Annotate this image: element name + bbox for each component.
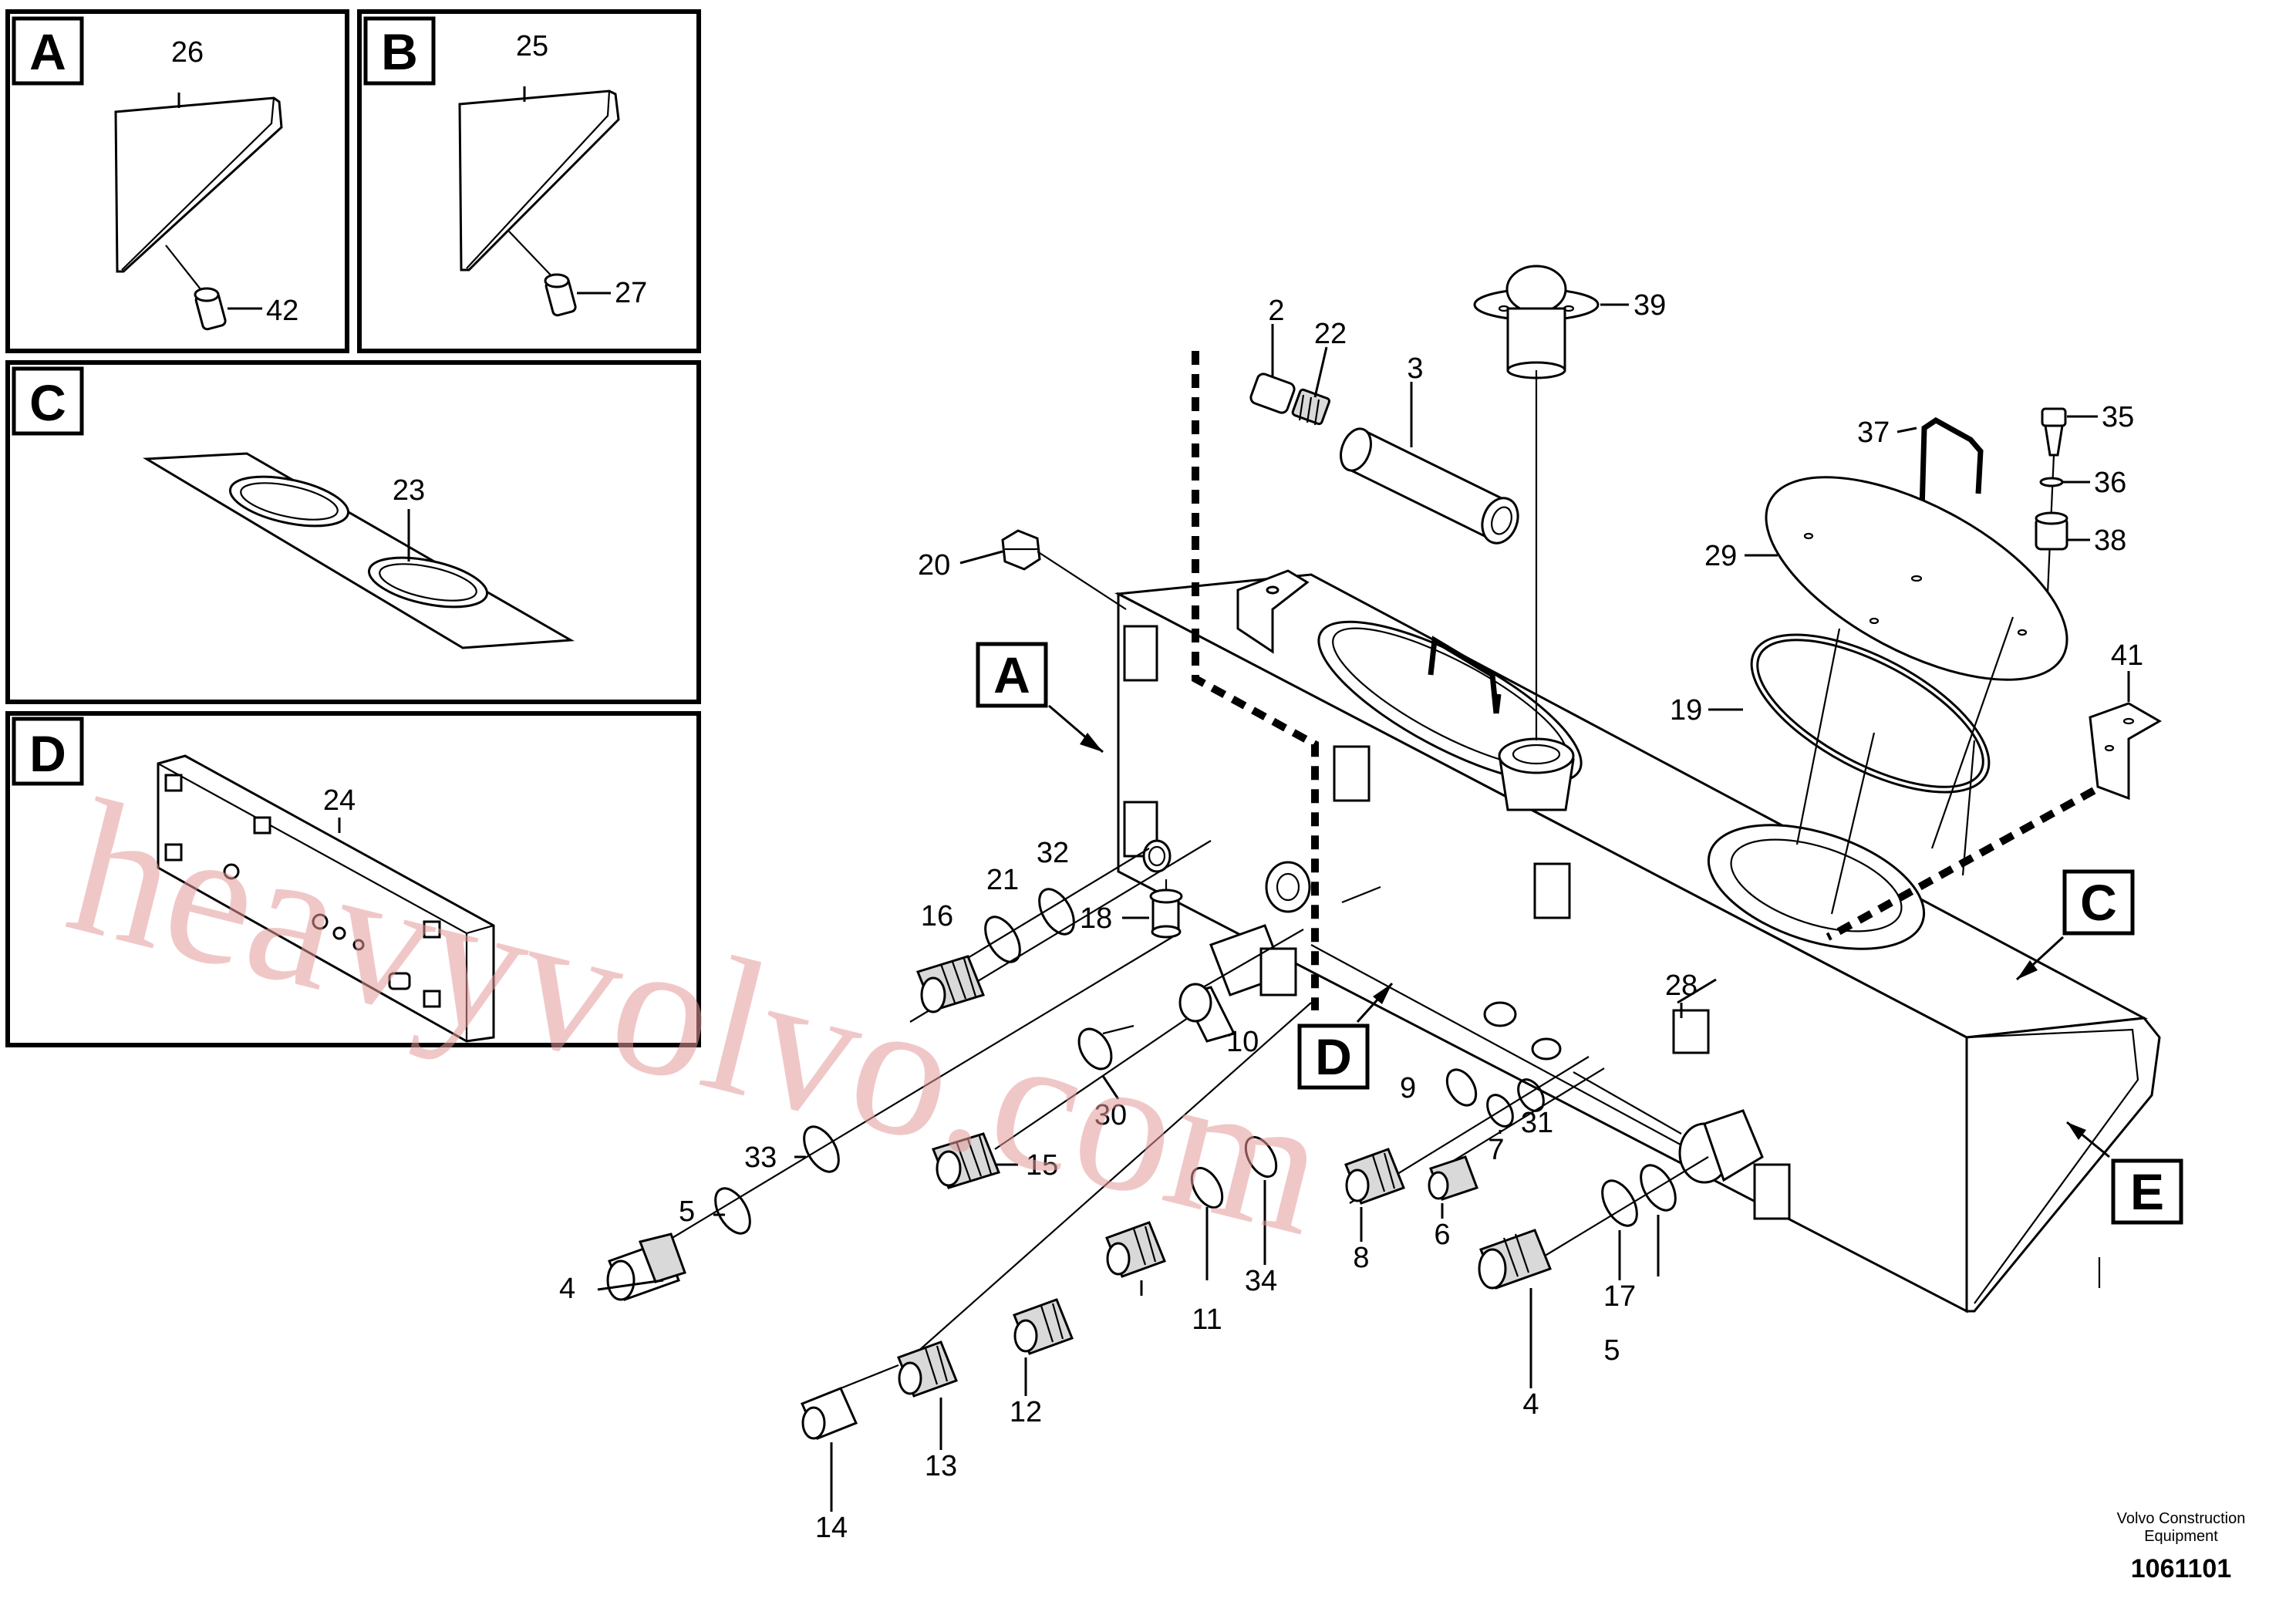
svg-text:E: E — [2130, 1163, 2164, 1220]
credit-line-2: Equipment — [2144, 1528, 2218, 1545]
inset-d-letter: D — [29, 725, 66, 782]
part-label: 5 — [679, 1195, 695, 1228]
svg-text:C: C — [2080, 874, 2117, 931]
inset-panel-b: B 25 27 — [357, 9, 701, 353]
callout-box-d: D — [1297, 982, 1394, 1090]
plug-20 — [959, 529, 1127, 610]
inset-a-letter: A — [29, 23, 66, 80]
part-label: 8 — [1353, 1242, 1369, 1274]
part-label: 14 — [815, 1512, 848, 1544]
left-fittings — [606, 839, 1381, 1301]
inset-c-label-23: 23 — [393, 474, 425, 507]
part-label: 2 — [1268, 295, 1284, 327]
part-label: 34 — [1245, 1265, 1277, 1297]
credit-line-1: Volvo Construction — [2117, 1510, 2246, 1527]
part-label: 41 — [2111, 639, 2143, 672]
filler-cap — [1473, 265, 1629, 740]
part-label: 33 — [744, 1141, 777, 1174]
part-labels: 2 22 3 39 35 37 36 29 38 20 19 41 21 32 … — [559, 289, 2143, 1544]
part-label: 35 — [2102, 401, 2134, 433]
part-label: 22 — [1314, 318, 1347, 350]
part-label: 20 — [918, 549, 950, 582]
svg-text:A: A — [993, 646, 1030, 703]
inset-d-label-24: 24 — [323, 784, 356, 817]
part-label: 19 — [1670, 694, 1702, 727]
part-label: 28 — [1665, 969, 1698, 1002]
part-label: 21 — [986, 864, 1019, 896]
filter-assembly — [1249, 324, 1519, 545]
part-label: 31 — [1521, 1107, 1553, 1139]
part-label: 17 — [1603, 1280, 1636, 1313]
part-label: 4 — [559, 1273, 575, 1305]
inset-panel-a: A 26 42 — [5, 9, 349, 353]
part-label: 18 — [1080, 902, 1112, 935]
inset-b-label-25: 25 — [516, 30, 548, 62]
inset-panel-c: C 23 — [5, 360, 701, 704]
credit-block: Volvo Construction Equipment 1061101 — [2117, 1510, 2246, 1583]
part-label: 16 — [921, 900, 953, 932]
bracket-41 — [2089, 671, 2163, 801]
callout-box-c: C — [2015, 869, 2135, 981]
part-label: 38 — [2094, 524, 2126, 557]
part-label: 4 — [1522, 1388, 1539, 1421]
part-label: 3 — [1407, 352, 1423, 385]
callout-box-a: A — [976, 642, 1104, 754]
part-label: 12 — [1010, 1396, 1042, 1428]
part-label: 29 — [1704, 540, 1737, 572]
filler-neck — [1498, 737, 1575, 811]
inset-b-label-27: 27 — [615, 277, 647, 309]
part-label: 13 — [925, 1450, 957, 1482]
part-label: 37 — [1857, 416, 1890, 449]
mounting-bracket — [1236, 569, 1310, 654]
part-label: 10 — [1226, 1026, 1259, 1058]
part-label: 6 — [1434, 1219, 1450, 1251]
part-label: 9 — [1400, 1072, 1416, 1104]
callout-box-e: E — [2066, 1121, 2183, 1288]
part-label: 36 — [2094, 467, 2126, 499]
part-label: 11 — [1192, 1303, 1222, 1336]
svg-text:D: D — [1315, 1028, 1352, 1085]
breather-assembly — [2035, 407, 2098, 595]
label-leaders — [597, 978, 1717, 1512]
inset-panel-d: D 24 — [5, 711, 701, 1047]
inset-a-label-42: 42 — [266, 295, 298, 327]
inset-a-label-26: 26 — [171, 36, 204, 69]
part-label: 30 — [1094, 1099, 1127, 1131]
center-fittings — [800, 944, 1764, 1440]
inset-c-letter: C — [29, 374, 66, 431]
part-label: 15 — [1026, 1149, 1058, 1182]
dashed-leaders — [1192, 351, 2096, 1010]
tank-cover-parts — [1708, 416, 2068, 915]
part-label: 7 — [1488, 1134, 1504, 1166]
inset-b-letter: B — [381, 23, 418, 80]
part-label: 32 — [1037, 837, 1069, 869]
part-label: 5 — [1603, 1334, 1620, 1367]
credit-number: 1061101 — [2131, 1554, 2232, 1583]
part-label: 39 — [1633, 289, 1666, 322]
